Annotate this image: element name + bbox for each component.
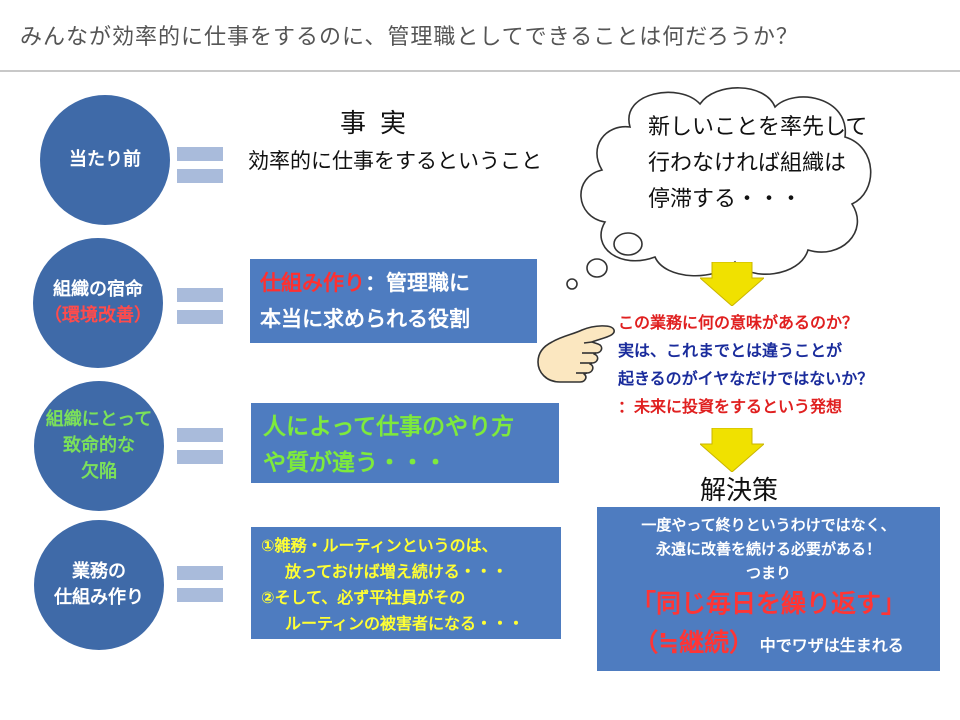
circle-shikumi-line2: 仕組み作り bbox=[54, 587, 144, 608]
role-box-line1: ：管理職に bbox=[365, 271, 470, 295]
circle-shukumei-label: 組織の宿命 bbox=[53, 279, 143, 300]
solution-box: 一度やって終りというわけではなく、 永遠に改善を続ける必要がある！ つまり 「同… bbox=[597, 507, 940, 671]
circle-shukumei-sub-label: （環境改善） bbox=[44, 305, 152, 326]
page-title: みんなが効率的に仕事をするのに、管理職としてできることは何だろうか？ bbox=[20, 25, 799, 50]
circle-shikumi-zukuri: 業務の 仕組み作り bbox=[34, 520, 164, 650]
solution-big-text: 「同じ毎日を繰り返す」 bbox=[630, 589, 906, 618]
circle-kekkan-line2: 致命的な bbox=[63, 435, 135, 456]
solution-line1: 一度やって終りというわけではなく、 bbox=[641, 516, 896, 534]
role-box-red-text: 仕組み作り bbox=[260, 271, 365, 295]
equals-sign-2 bbox=[177, 288, 223, 332]
title-divider bbox=[0, 70, 960, 72]
circle-kekkan-line3: 欠陥 bbox=[81, 461, 117, 482]
circle-kekkan-line1: 組織にとって bbox=[45, 409, 153, 430]
question-line4: ：未来に投資をするという発想 bbox=[618, 397, 843, 416]
down-arrow-1 bbox=[700, 262, 764, 306]
down-arrow-2 bbox=[700, 428, 764, 472]
defect-box-line2: や質が違う・・・ bbox=[263, 450, 447, 476]
solution-line2: 永遠に改善を続ける必要がある！ bbox=[655, 540, 881, 558]
circle-soshiki-shukumei: 組織の宿命 （環境改善） bbox=[33, 238, 163, 368]
cloud-line2: 行わなければ組織は bbox=[648, 151, 847, 176]
circle-atarimae: 当たり前 bbox=[40, 95, 170, 225]
fact-heading: 事実 bbox=[340, 109, 421, 139]
question-line1: この業務に何の意味があるのか？ bbox=[618, 313, 859, 332]
circle-shikumi-line1: 業務の bbox=[72, 561, 126, 582]
solution-heading: 解決策 bbox=[700, 476, 779, 506]
cloud-line3: 停滞する・・・ bbox=[648, 187, 803, 212]
question-text: この業務に何の意味があるのか？ 実は、これまでとは違うことが 起きるのがイヤなだ… bbox=[618, 309, 958, 421]
routine-box-line3: ②そして、必ず平社員がその bbox=[261, 588, 466, 607]
routine-box-line4: ルーティンの被害者になる・・・ bbox=[285, 614, 525, 633]
routine-box-line2: 放っておけば増え続ける・・・ bbox=[285, 562, 508, 581]
cloud-text: 新しいことを率先して 行わなければ組織は 停滞する・・・ bbox=[648, 110, 888, 220]
defect-box: 人によって仕事のやり方 や質が違う・・・ bbox=[251, 403, 559, 483]
pointing-hand-icon bbox=[537, 325, 615, 383]
solution-last-line: （≒継続） 中でワザは生まれる bbox=[597, 623, 940, 659]
question-line2: 実は、これまでとは違うことが bbox=[618, 341, 843, 360]
cloud-line1: 新しいことを率先して bbox=[648, 115, 868, 140]
role-box-line2: 本当に求められる役割 bbox=[260, 307, 470, 331]
role-box: 仕組み作り：管理職に 本当に求められる役割 bbox=[250, 259, 537, 343]
solution-line3: つまり bbox=[745, 564, 791, 582]
circle-atarimae-label: 当たり前 bbox=[69, 149, 141, 170]
thought-cloud bbox=[566, 87, 872, 290]
solution-paren: （≒継続） bbox=[633, 628, 755, 657]
equals-sign-3 bbox=[177, 428, 223, 472]
equals-sign-1 bbox=[177, 147, 223, 191]
fact-body: 効率的に仕事をするということ bbox=[248, 149, 542, 173]
question-line3: 起きるのがイヤなだけではないか？ bbox=[618, 369, 874, 388]
circle-chimeiteki-kekkan: 組織にとって 致命的な 欠陥 bbox=[34, 381, 164, 511]
solution-tail: 中でワザは生まれる bbox=[759, 636, 904, 655]
routine-box-line1: ①雑務・ルーティンというのは、 bbox=[261, 536, 498, 555]
routine-box: ①雑務・ルーティンというのは、 放っておけば増え続ける・・・ ②そして、必ず平社… bbox=[251, 527, 561, 639]
equals-sign-4 bbox=[177, 566, 223, 610]
defect-box-line1: 人によって仕事のやり方 bbox=[263, 414, 515, 440]
